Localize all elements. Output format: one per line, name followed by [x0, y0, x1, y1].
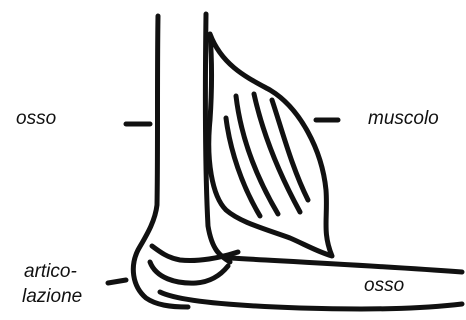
- label-muscolo: muscolo: [368, 108, 439, 130]
- articolazione-pointer: [108, 280, 126, 283]
- lower-bone-bottom-edge: [160, 292, 462, 309]
- upper-bone-left-edge: [133, 16, 188, 307]
- lower-bone: [152, 246, 462, 309]
- label-articolazione-line1: artico-: [24, 261, 77, 283]
- muscle-fiber-3: [272, 100, 308, 200]
- lower-bone-top-edge: [230, 258, 462, 272]
- muscle: [209, 34, 332, 256]
- upper-bone: [133, 14, 230, 307]
- label-articolazione-line2: lazione: [22, 286, 82, 308]
- label-osso-lower: osso: [364, 275, 404, 297]
- label-osso-upper: osso: [16, 108, 56, 130]
- upper-bone-condyle-inner: [150, 262, 228, 283]
- lower-bone-joint-curve: [152, 246, 238, 261]
